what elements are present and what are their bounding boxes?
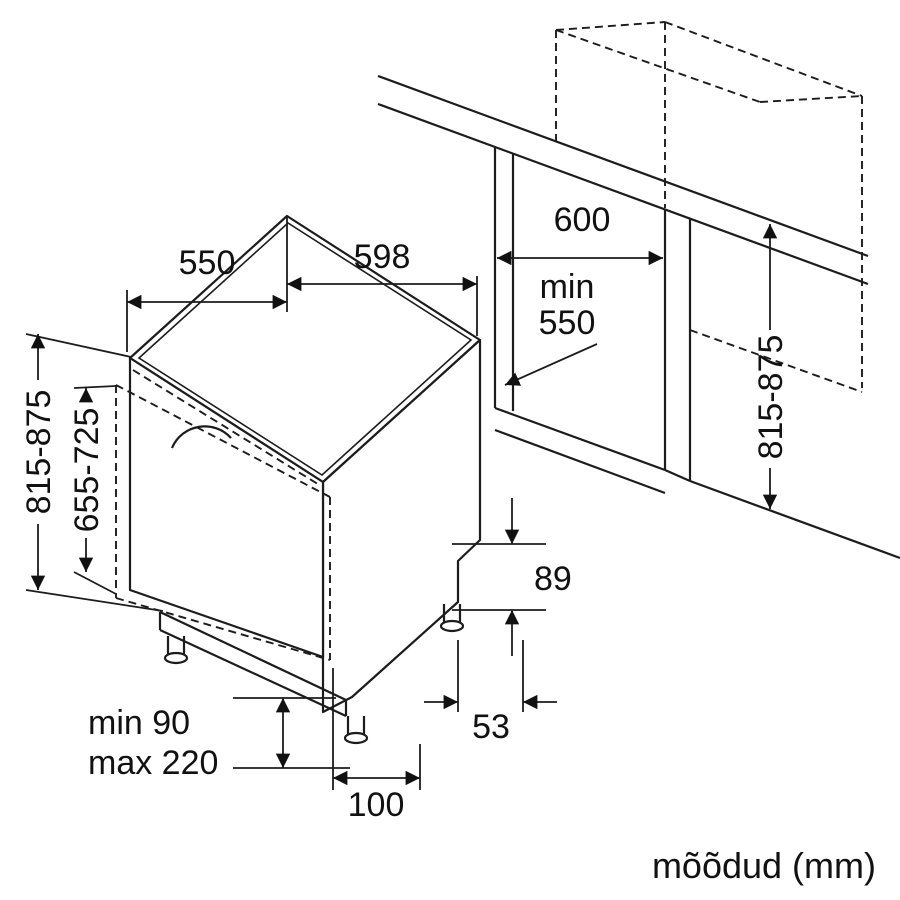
dim-niche-depth: min 550: [504, 268, 598, 386]
dim-top-depth: 550: [126, 216, 288, 352]
unit-base: [158, 611, 348, 717]
decor-door-dashed: [115, 369, 331, 661]
dim-niche-width: 600: [497, 201, 663, 266]
unit-top-rim: [137, 221, 473, 477]
dim-label-niche-height: 815-875: [752, 335, 790, 460]
dim-label-niche-depth-value: 550: [539, 304, 596, 342]
dim-label-top-depth: 550: [179, 244, 236, 282]
countertop: [377, 74, 869, 286]
niche-volume-dashed: [555, 21, 863, 393]
dim-door-panel-height: 655-725: [68, 385, 117, 595]
dim-unit-height: 815-875: [20, 333, 164, 612]
dim-label-top-width: 598: [354, 238, 411, 276]
dim-label-door-panel-height: 655-725: [68, 408, 106, 533]
dishwasher-unit: [128, 214, 482, 745]
dim-label-side-notch-height: 89: [534, 560, 572, 598]
dim-niche-height: 815-875: [752, 224, 790, 509]
unit-side-face: [321, 338, 482, 714]
dim-top-width: 598: [287, 238, 478, 336]
dim-label-unit-height: 815-875: [20, 390, 58, 515]
units-caption: mõõdud (mm): [652, 845, 876, 886]
dim-door-offset: 100: [332, 668, 421, 824]
dim-label-niche-depth-min: min: [540, 268, 595, 306]
adjustable-foot-front-right: [343, 716, 369, 745]
niche-cutout: [493, 147, 900, 560]
dim-label-door-offset: 100: [348, 786, 405, 824]
dim-plinth-height: min 90 max 220: [88, 697, 350, 782]
door-handle: [170, 425, 232, 449]
dim-label-plinth-max: max 220: [88, 744, 218, 782]
adjustable-foot-rear: [439, 604, 465, 633]
dim-label-side-notch-depth: 53: [472, 708, 510, 746]
adjustable-foot-front-left: [163, 636, 189, 665]
dim-side-notch-height: 89: [452, 498, 572, 656]
dim-side-notch-depth: 53: [424, 640, 557, 746]
dim-label-niche-width: 600: [554, 201, 611, 239]
dim-label-plinth-min: min 90: [88, 704, 190, 742]
